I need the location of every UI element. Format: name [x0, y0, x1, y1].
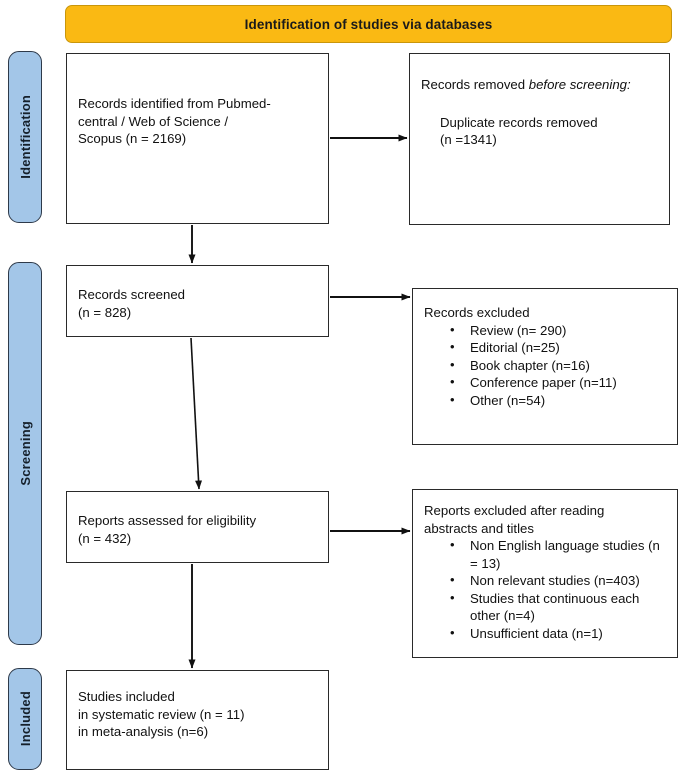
flow-box-reports-excluded: Reports excluded after reading abstracts…	[412, 489, 678, 658]
stage-label-identification-text: Identification	[17, 95, 33, 179]
list-item: Conference paper (n=11)	[424, 373, 669, 392]
stage-label-identification: Identification	[8, 51, 42, 223]
list-item: Unsufficient data (n=1)	[424, 624, 669, 643]
records-identified-line-3: Scopus (n = 2169)	[78, 131, 187, 147]
records-screened-line-1: Records screened	[78, 287, 186, 302]
list-item: Book chapter (n=16)	[424, 356, 669, 375]
studies-included-line-3: in meta-analysis (n=6)	[78, 724, 209, 740]
records-removed-title-normal: Records removed	[421, 77, 529, 92]
list-item: Other (n=54)	[424, 391, 669, 410]
stage-label-screening: Screening	[8, 262, 42, 645]
stage-label-included: Included	[8, 668, 42, 770]
list-item: Non English language studies (n = 13)	[424, 536, 669, 572]
reports-excluded-title-line-1: Reports excluded after reading	[424, 503, 605, 518]
records-removed-title-italic: before screening:	[528, 77, 631, 92]
stage-label-screening-text: Screening	[17, 421, 33, 486]
records-removed-title: Records removed before screening:	[421, 76, 661, 94]
duplicate-records-line-1: Duplicate records removed	[440, 114, 598, 130]
list-item: Studies that continuous each other (n=4)	[424, 589, 669, 625]
list-item: Non relevant studies (n=403)	[424, 571, 669, 590]
list-item: Review (n= 290)	[424, 321, 669, 340]
records-identified-line-1: Records identified from Pubmed-	[78, 96, 271, 111]
reports-excluded-title-line-2: abstracts and titles	[424, 520, 534, 536]
reports-assessed-line-1: Reports assessed for eligibility	[78, 513, 257, 528]
flow-box-records-removed: Records removed before screening: Duplic…	[409, 53, 670, 225]
phase-banner-label: Identification of studies via databases	[244, 16, 493, 32]
flow-box-reports-assessed: Reports assessed for eligibility (n = 43…	[66, 491, 329, 563]
records-excluded-title: Records excluded	[424, 305, 530, 320]
flow-box-records-screened: Records screened (n = 828)	[66, 265, 329, 337]
flow-box-records-excluded: Records excluded Review (n= 290) Editori…	[412, 288, 678, 445]
flow-box-studies-included: Studies included in systematic review (n…	[66, 670, 329, 770]
flow-box-records-identified: Records identified from Pubmed- central …	[66, 53, 329, 224]
records-identified-line-2: central / Web of Science /	[78, 113, 229, 129]
records-excluded-list: Review (n= 290) Editorial (n=25) Book ch…	[424, 321, 669, 410]
reports-assessed-line-2: (n = 432)	[78, 530, 132, 546]
stage-label-included-text: Included	[17, 691, 33, 747]
studies-included-line-2: in systematic review (n = 11)	[78, 706, 245, 722]
studies-included-line-1: Studies included	[78, 689, 175, 704]
duplicate-records-line-2: (n =1341)	[440, 132, 497, 148]
list-item: Editorial (n=25)	[424, 338, 669, 357]
arrow-screened-to-eligibility	[190, 337, 203, 490]
records-screened-line-2: (n = 828)	[78, 304, 132, 320]
phase-banner-identification: Identification of studies via databases	[65, 5, 672, 43]
reports-excluded-list: Non English language studies (n = 13) No…	[424, 536, 669, 643]
